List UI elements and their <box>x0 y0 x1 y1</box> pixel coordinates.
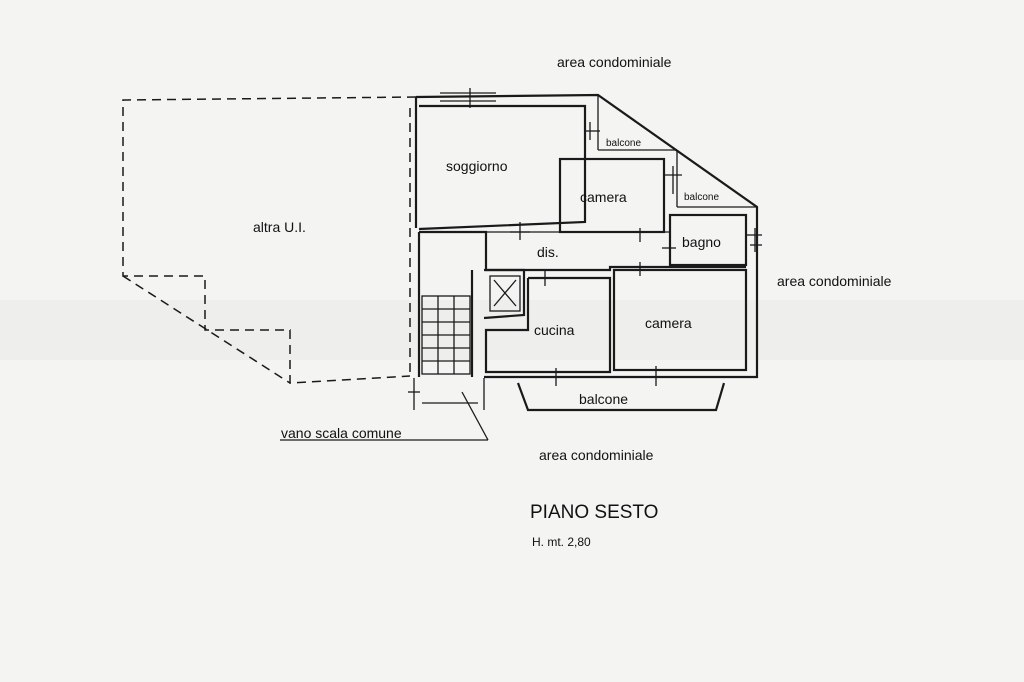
interior-walls <box>417 95 757 412</box>
label-area-top: area condominiale <box>557 54 672 70</box>
opening-ticks <box>408 88 762 393</box>
vano-scala-leader <box>280 391 489 441</box>
label-vano-scala: vano scala comune <box>281 425 402 441</box>
plan-title: PIANO SESTO <box>530 502 658 523</box>
label-altra-ui: altra U.I. <box>253 219 306 235</box>
label-balcone-bottom: balcone <box>579 391 628 407</box>
label-cucina: cucina <box>534 322 575 338</box>
neighbour-unit-outline <box>122 96 417 384</box>
label-balcone-mid: balcone <box>684 192 719 203</box>
label-camera-bottom: camera <box>645 315 692 331</box>
label-bagno: bagno <box>682 234 721 250</box>
label-soggiorno: soggiorno <box>446 158 508 174</box>
label-camera-top: camera <box>580 189 627 205</box>
label-area-right: area condominiale <box>777 273 892 289</box>
height-note: H. mt. 2,80 <box>532 535 591 549</box>
label-area-bottom: area condominiale <box>539 447 654 463</box>
stair-steps <box>413 295 485 410</box>
label-dis: dis. <box>537 244 559 260</box>
label-balcone-top: balcone <box>606 138 641 149</box>
